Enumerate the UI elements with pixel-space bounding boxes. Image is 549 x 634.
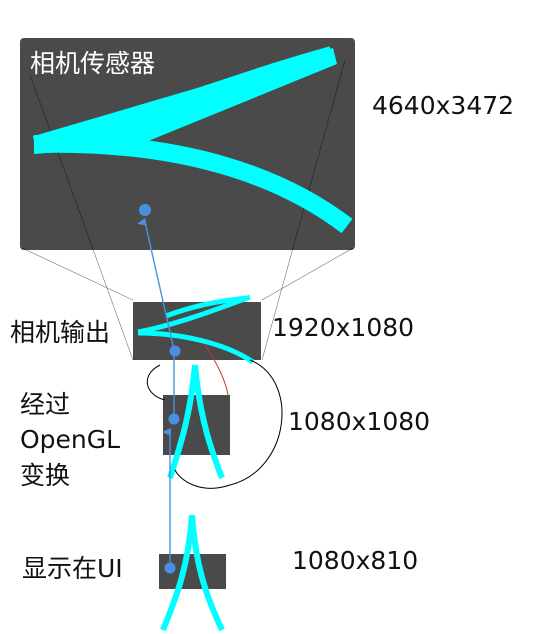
projection-lines bbox=[21, 59, 354, 361]
point-sensor bbox=[139, 204, 151, 216]
opengl-box bbox=[163, 395, 230, 455]
opengl-fork-shape bbox=[167, 364, 225, 480]
camera-output-fork-shape bbox=[137, 294, 255, 365]
opengl-label-line2: OpenGL bbox=[20, 425, 120, 454]
display-fork-shape bbox=[160, 514, 225, 632]
camera-output-resolution: 1920x1080 bbox=[272, 313, 414, 342]
sensor-fork-shape bbox=[32, 46, 353, 234]
opengl-label-line3: 变换 bbox=[20, 461, 70, 490]
tracking-arrows bbox=[137, 217, 175, 568]
display-label: 显示在UI bbox=[22, 554, 123, 583]
point-opengl bbox=[168, 413, 180, 425]
display-resolution: 1080x810 bbox=[292, 546, 418, 575]
opengl-resolution: 1080x1080 bbox=[288, 407, 430, 436]
point-display bbox=[164, 562, 176, 574]
opengl-label-line1: 经过 bbox=[20, 390, 70, 419]
camera-output-label: 相机输出 bbox=[10, 318, 110, 347]
point-camera-output bbox=[169, 345, 181, 357]
sensor-title: 相机传感器 bbox=[30, 49, 155, 78]
sensor-resolution: 4640x3472 bbox=[372, 91, 514, 120]
accent-line bbox=[204, 344, 229, 396]
sensor-box bbox=[20, 38, 355, 250]
rotation-scribble bbox=[147, 359, 283, 489]
